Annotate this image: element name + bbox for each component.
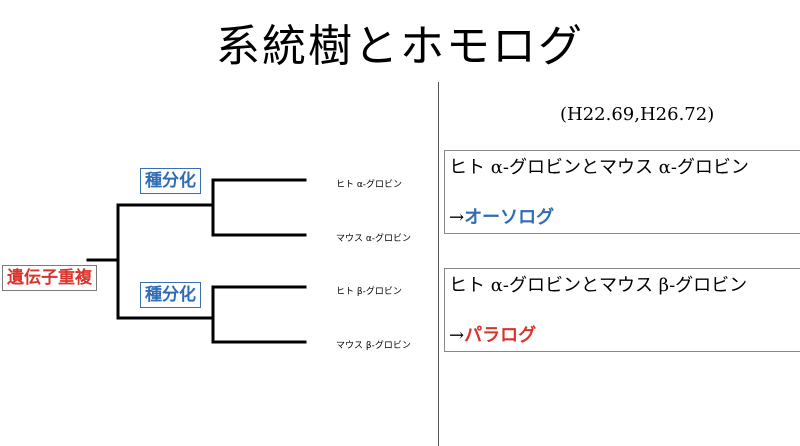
orthologue-note-text: ヒト α-グロビンとマウス α-グロビン — [449, 157, 749, 178]
arrow-icon: → — [449, 207, 465, 228]
page-title: 系統樹とホモログ — [216, 21, 584, 72]
paralogue-note: ヒト α-グロビンとマウス β-グロビン →パラログ — [444, 268, 800, 352]
orthologue-result: →オーソログ — [445, 203, 800, 229]
leaf-mouse-alpha-globin: マウス α-グロビン — [336, 234, 412, 244]
leaf-mouse-beta-globin: マウス β-グロビン — [336, 341, 411, 351]
orthologue-note: ヒト α-グロビンとマウス α-グロビン →オーソログ — [444, 150, 800, 234]
exam-reference: (H22.69,H26.72) — [560, 104, 715, 125]
speciation-label-upper: 種分化 — [140, 168, 201, 194]
phylogenetic-tree — [86, 178, 307, 344]
paralogue-note-text: ヒト α-グロビンとマウス β-グロビン — [449, 275, 748, 296]
leaf-human-alpha-globin: ヒト α-グロビン — [336, 180, 403, 190]
gene-duplication-label: 遺伝子重複 — [2, 265, 97, 291]
vertical-divider — [438, 82, 439, 446]
speciation-label-lower: 種分化 — [140, 282, 201, 308]
arrow-icon: → — [449, 325, 465, 346]
paralogue-term: パラログ — [464, 325, 537, 346]
leaf-human-beta-globin: ヒト β-グロビン — [336, 287, 402, 297]
orthologue-term: オーソログ — [464, 207, 555, 228]
paralogue-result: →パラログ — [445, 321, 800, 347]
